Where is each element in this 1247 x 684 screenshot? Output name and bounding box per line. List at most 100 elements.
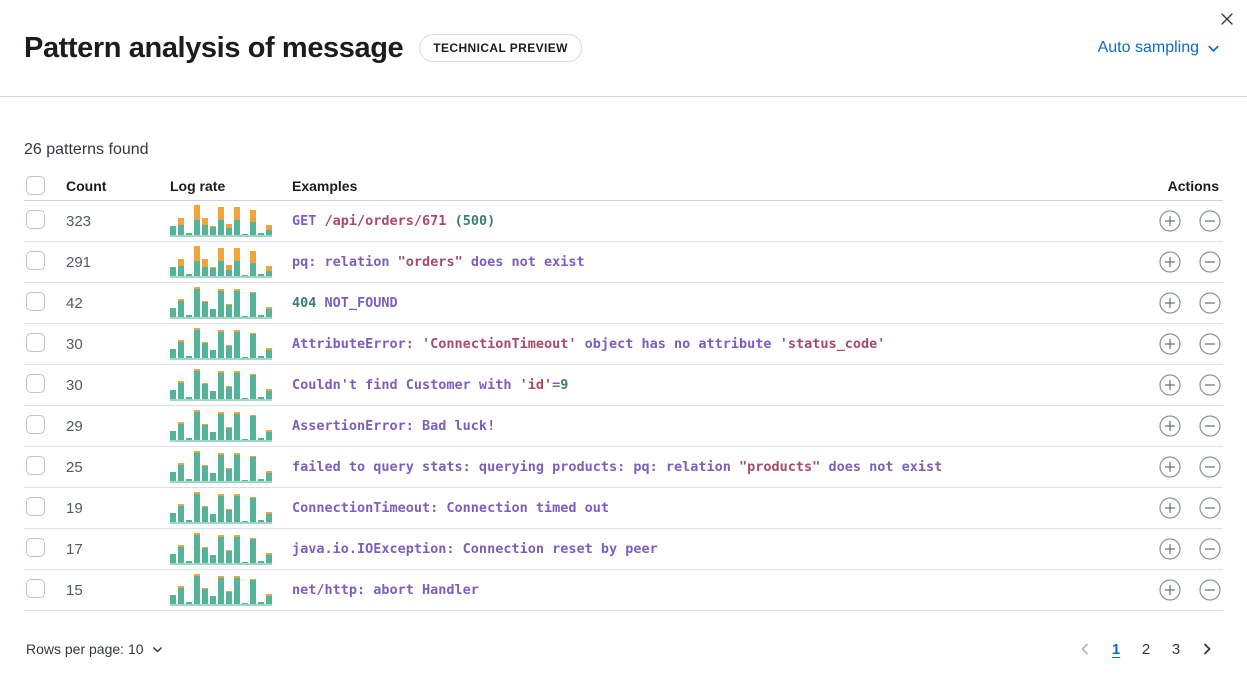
sampling-label: Auto sampling xyxy=(1097,39,1199,56)
exclude-pattern-button[interactable] xyxy=(1199,292,1221,314)
minus-circle-icon xyxy=(1199,292,1221,314)
include-pattern-button[interactable] xyxy=(1159,251,1181,273)
row-checkbox[interactable] xyxy=(26,455,45,475)
minus-circle-icon xyxy=(1199,374,1221,396)
page-3-button[interactable]: 3 xyxy=(1163,635,1189,663)
sparkline-bar xyxy=(234,247,240,276)
sparkline-bar xyxy=(194,451,200,481)
column-header-actions: Actions xyxy=(1167,178,1219,194)
exclude-pattern-button[interactable] xyxy=(1199,456,1221,478)
exclude-pattern-button[interactable] xyxy=(1199,415,1221,437)
sparkline-bar xyxy=(250,496,256,522)
exclude-pattern-button[interactable] xyxy=(1199,497,1221,519)
next-page-button[interactable] xyxy=(1193,635,1221,663)
page-1-button[interactable]: 1 xyxy=(1103,635,1129,663)
sparkline-bar xyxy=(266,307,272,317)
row-checkbox[interactable] xyxy=(26,332,45,352)
exclude-pattern-button[interactable] xyxy=(1199,251,1221,273)
include-pattern-button[interactable] xyxy=(1159,374,1181,396)
log-rate-sparkline xyxy=(170,328,272,360)
sparkline-bar xyxy=(226,468,232,481)
plus-circle-icon xyxy=(1159,333,1181,355)
sparkline-bar xyxy=(178,422,184,440)
count-value: 17 xyxy=(66,540,83,558)
sparkline-bar xyxy=(186,561,192,563)
sparkline-bar xyxy=(242,520,248,522)
log-rate-sparkline xyxy=(170,410,272,442)
include-pattern-button[interactable] xyxy=(1159,497,1181,519)
sparkline-bar xyxy=(242,233,248,235)
plus-circle-icon xyxy=(1159,579,1181,601)
sparkline-bar xyxy=(250,414,256,440)
close-button[interactable] xyxy=(1213,5,1241,33)
flyout-header: Pattern analysis of message TECHNICAL PR… xyxy=(0,0,1247,97)
close-icon xyxy=(1219,11,1235,27)
chevron-down-icon xyxy=(1206,41,1221,56)
sparkline-bar xyxy=(202,217,208,235)
example-token: net/http: abort Handler xyxy=(292,582,479,598)
row-checkbox[interactable] xyxy=(26,414,45,434)
exclude-pattern-button[interactable] xyxy=(1199,210,1221,232)
example-token: Couldn't find Customer with xyxy=(292,377,520,393)
sparkline-bar xyxy=(186,356,192,358)
log-rate-sparkline xyxy=(170,205,272,237)
row-checkbox[interactable] xyxy=(26,209,45,229)
sparkline-bar xyxy=(258,232,264,235)
include-pattern-button[interactable] xyxy=(1159,333,1181,355)
prev-page-button[interactable] xyxy=(1071,635,1099,663)
rows-per-page-button[interactable]: Rows per page: 10 xyxy=(26,641,164,657)
sparkline-bar xyxy=(202,382,208,399)
minus-circle-icon xyxy=(1199,251,1221,273)
sparkline-bar xyxy=(266,553,272,563)
example-token: AssertionError: Bad luck! xyxy=(292,418,496,434)
sparkline-bar xyxy=(170,390,176,399)
exclude-pattern-button[interactable] xyxy=(1199,374,1221,396)
row-checkbox[interactable] xyxy=(26,373,45,393)
row-checkbox[interactable] xyxy=(26,250,45,270)
sparkline-bar xyxy=(242,356,248,358)
include-pattern-button[interactable] xyxy=(1159,415,1181,437)
sparkline-bar xyxy=(218,329,224,358)
row-checkbox[interactable] xyxy=(26,537,45,557)
row-checkbox[interactable] xyxy=(26,496,45,516)
sampling-dropdown[interactable]: Auto sampling xyxy=(1098,39,1221,57)
sparkline-bar xyxy=(170,308,176,317)
page-2-button[interactable]: 2 xyxy=(1133,635,1159,663)
sparkline-bar xyxy=(258,437,264,440)
exclude-pattern-button[interactable] xyxy=(1199,538,1221,560)
sparkline-bar xyxy=(194,369,200,399)
row-checkbox[interactable] xyxy=(26,291,45,311)
select-all-checkbox[interactable] xyxy=(26,175,45,195)
minus-circle-icon xyxy=(1199,538,1221,560)
sparkline-bar xyxy=(202,300,208,317)
sparkline-bar xyxy=(242,315,248,317)
sparkline-bar xyxy=(202,423,208,440)
sparkline-bar xyxy=(194,205,200,235)
plus-circle-icon xyxy=(1159,374,1181,396)
sparkline-bar xyxy=(218,452,224,481)
example-token: = xyxy=(552,377,561,393)
include-pattern-button[interactable] xyxy=(1159,456,1181,478)
exclude-pattern-button[interactable] xyxy=(1199,333,1221,355)
sparkline-bar xyxy=(202,464,208,481)
row-checkbox[interactable] xyxy=(26,578,45,598)
sparkline-bar xyxy=(178,586,184,604)
include-pattern-button[interactable] xyxy=(1159,538,1181,560)
sparkline-bar xyxy=(218,206,224,235)
sparkline-bar xyxy=(226,345,232,358)
include-pattern-button[interactable] xyxy=(1159,210,1181,232)
include-pattern-button[interactable] xyxy=(1159,579,1181,601)
sparkline-bar xyxy=(226,427,232,440)
technical-preview-badge: TECHNICAL PREVIEW xyxy=(419,34,582,62)
plus-circle-icon xyxy=(1159,210,1181,232)
sparkline-bar xyxy=(226,223,232,235)
include-pattern-button[interactable] xyxy=(1159,292,1181,314)
example-token: /api/orders/671 xyxy=(324,213,447,229)
log-rate-sparkline xyxy=(170,451,272,483)
sparkline-bar xyxy=(218,370,224,399)
sparkline-bar xyxy=(234,288,240,317)
exclude-pattern-button[interactable] xyxy=(1199,579,1221,601)
